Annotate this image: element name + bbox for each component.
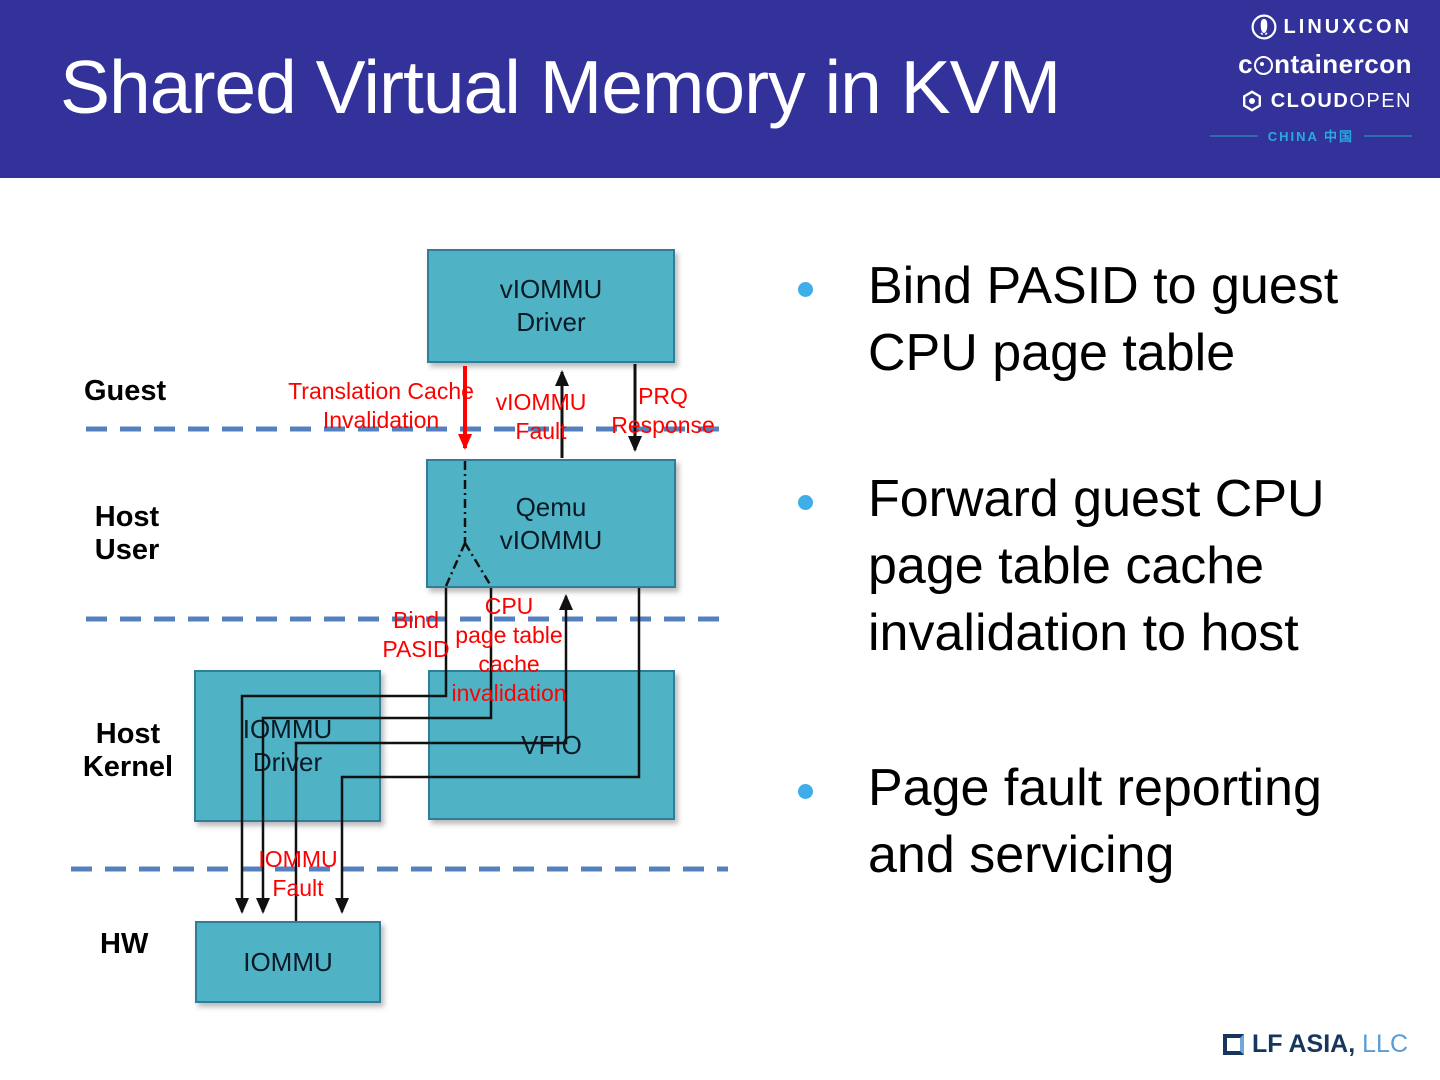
edge-label-bind-pasid: Bind PASID [382, 607, 450, 662]
linuxcon-label: LINUXCON [1283, 15, 1412, 38]
layer-label-guest: Guest [84, 375, 167, 407]
layer-label-hw: HW [100, 928, 149, 960]
lfasia-logo: LF ASIA, LLC [1222, 1030, 1408, 1059]
bullet-item: Forward guest CPU page table cache inval… [795, 466, 1405, 667]
lfasia-label-bold: LF ASIA, [1251, 1030, 1356, 1058]
containercon-label-pre: c [1238, 49, 1254, 79]
bullet-item: Page fault reporting and servicing [795, 755, 1405, 889]
cloud-label: CLOUD [1270, 89, 1350, 112]
open-label: OPEN [1349, 89, 1412, 112]
box-iommu-driver: IOMMU Driver [194, 670, 381, 822]
edge-label-iommu-fault: IOMMU Fault [258, 846, 338, 901]
containercon-logo: c ntainercon [1238, 49, 1412, 80]
bullet-dot-icon [798, 495, 813, 510]
box-qemu-viommu-label: Qemu vIOMMU [499, 491, 603, 555]
header-band: Shared Virtual Memory in KVM LINUXCON c … [0, 0, 1440, 178]
box-iommu-hw: IOMMU [195, 921, 381, 1003]
dash-line-icon [1209, 134, 1258, 137]
bullet-item: Bind PASID to guest CPU page table [795, 253, 1405, 387]
penguin-icon [1251, 14, 1277, 40]
bullet-dot-icon [798, 784, 813, 799]
edge-label-translation-cache-invalidation: Translation Cache Invalidation [288, 378, 474, 433]
cloudopen-logo: CLOUDOPEN [1240, 89, 1412, 113]
edge-label-viommu-fault: vIOMMU Fault [495, 389, 587, 444]
layer-label-host-user: Host User [94, 501, 160, 566]
bullet-dot-icon [798, 282, 813, 297]
china-label: CHINA 中国 [1267, 129, 1354, 144]
bullet-text: Forward guest CPU page table cache inval… [868, 470, 1325, 662]
edge-label-cpu-page-table-cache-invalidation: CPU page table cache invalidation [451, 593, 567, 706]
box-iommu-driver-label: IOMMU Driver [242, 714, 333, 777]
box-iommu-hw-label: IOMMU [243, 946, 333, 977]
bullet-text: Bind PASID to guest CPU page table [868, 257, 1339, 382]
lfasia-label-light: LLC [1355, 1030, 1408, 1058]
page-title: Shared Virtual Memory in KVM [60, 45, 1061, 129]
box-vfio-label: VFIO [521, 729, 582, 760]
china-label-row: CHINA 中国 [1209, 126, 1412, 145]
bullet-text: Page fault reporting and servicing [868, 759, 1322, 884]
ring-o-icon [1254, 56, 1274, 75]
layer-label-host-kernel: Host Kernel [82, 718, 174, 783]
conference-logos: LINUXCON c ntainercon CLOUDOPEN [1209, 14, 1412, 145]
edge-label-prq-response: PRQ Response [611, 383, 715, 438]
containercon-label-post: ntainercon [1274, 49, 1412, 79]
linuxcon-logo: LINUXCON [1251, 14, 1412, 40]
dash-line-icon [1364, 134, 1412, 137]
square-icon [1222, 1034, 1244, 1055]
box-viommu-driver: vIOMMU Driver [427, 249, 675, 363]
box-qemu-viommu: Qemu vIOMMU [426, 459, 676, 588]
gear-icon [1242, 90, 1261, 112]
box-viommu-driver-label: vIOMMU Driver [499, 274, 603, 337]
